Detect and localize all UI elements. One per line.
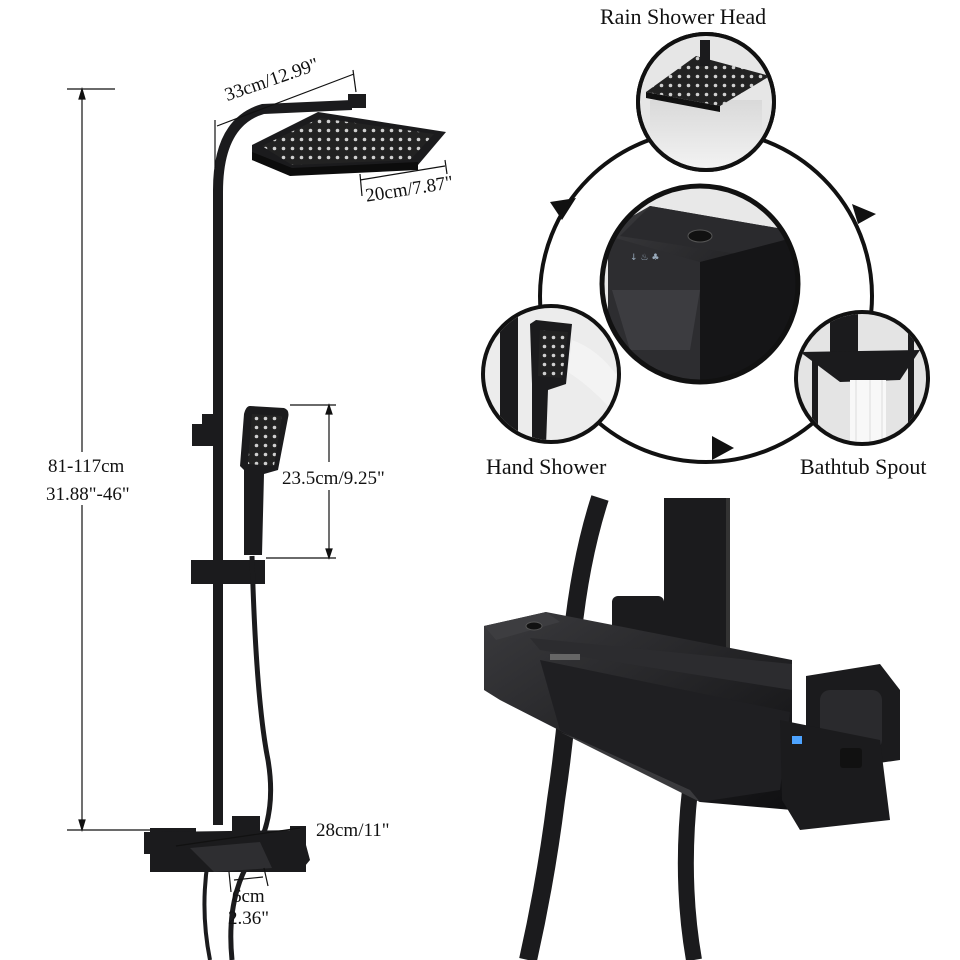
cycle-arrow-bottom	[712, 436, 734, 460]
total-height-in-label: 31.88"-46"	[46, 484, 130, 505]
thermostatic-mixer	[144, 816, 310, 872]
shower-column-drawing	[67, 69, 448, 960]
mixer-width-label: 28cm/11"	[316, 820, 390, 841]
bathtub-spout-photo	[794, 310, 930, 446]
hand-shower-dimension	[266, 403, 336, 560]
rain-shower-head-photo	[636, 32, 776, 172]
spout-width-dimension	[228, 867, 269, 893]
height-dimension-line	[67, 86, 160, 833]
rain-shower-head	[252, 112, 446, 176]
svg-text:↓ ♨ ♣: ↓ ♨ ♣	[630, 253, 659, 263]
cycle-arrow-right	[852, 204, 876, 224]
riser-pipe	[213, 100, 352, 825]
bathtub-spout-caption: Bathtub Spout	[800, 454, 927, 479]
rain-shower-head-caption: Rain Shower Head	[600, 4, 767, 29]
mixer-bar-photo	[484, 495, 900, 960]
spout-width-in-label: 2.36"	[228, 908, 270, 929]
mixer-width-dimension	[175, 827, 301, 847]
total-height-cm-label: 81-117cm	[48, 456, 125, 477]
hand-shower	[240, 406, 289, 555]
hand-shower-photo	[481, 304, 621, 444]
hand-shower-caption: Hand Shower	[486, 454, 607, 479]
head-width-dimension	[214, 69, 357, 168]
spout-width-cm-label: 6cm	[232, 886, 265, 907]
hand-shower-length-label: 23.5cm/9.25"	[282, 468, 385, 489]
cycle-arrow-left	[550, 198, 576, 220]
head-depth-dimension	[359, 159, 448, 197]
slide-bracket	[192, 424, 214, 446]
function-cycle-diagram: ↓ ♨ ♣	[481, 32, 930, 464]
hose	[228, 555, 274, 960]
mixer-closeup-photo: ↓ ♨ ♣	[599, 183, 801, 385]
